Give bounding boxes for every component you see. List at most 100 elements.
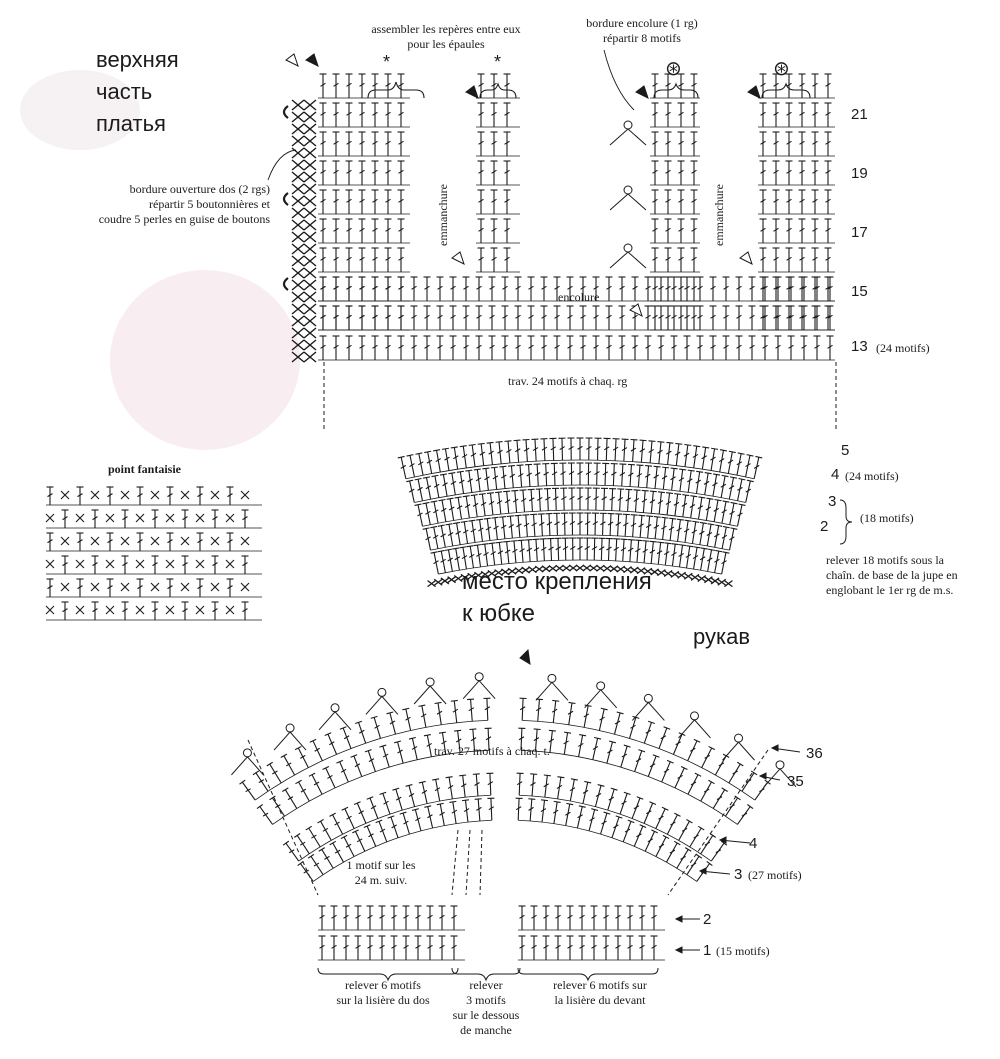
sleeve-row-35 [737, 805, 753, 825]
back-border-stitch [304, 316, 316, 326]
right-shoulder-stitch [678, 306, 685, 330]
back-border-stitch [292, 172, 304, 182]
left-back-stitch [333, 132, 340, 156]
sleeve-row-36 [568, 702, 575, 724]
sleeve-row-36 [418, 705, 426, 727]
yoke-stitch [517, 465, 524, 487]
left-back-stitch [320, 248, 327, 272]
skirt-attach-stitch [428, 581, 436, 587]
yoke-stitch [438, 550, 446, 572]
yoke-stitch [611, 464, 618, 486]
right-front-stitch [786, 103, 793, 127]
yoke-stitch [585, 463, 592, 485]
yoke-stitch [451, 447, 458, 469]
neck-bracket [762, 84, 810, 98]
bodice-row-13-note: (24 motifs) [876, 341, 930, 356]
left-back-stitch [372, 190, 379, 214]
bodice-lower-stitch [619, 277, 626, 301]
yoke-stitch [671, 468, 678, 490]
bodice-title: верхняя часть платья [96, 44, 179, 140]
right-shoulder-stitch [691, 161, 698, 185]
yoke-stitch [461, 521, 468, 543]
yoke-stitch [496, 542, 503, 564]
sleeve-row-35 [351, 755, 362, 777]
yoke-stitch [465, 470, 472, 492]
yoke-stitch [707, 524, 715, 546]
yoke-stitch [650, 541, 657, 563]
bodice-lower-stitch [333, 277, 340, 301]
bodice-base-stitch [658, 336, 665, 360]
sleeve-row-36 [310, 739, 323, 760]
bodice-base-stitch [697, 336, 704, 360]
bodice-lower-stitch [346, 306, 353, 330]
right-shoulder-stitch [665, 306, 672, 330]
yoke-stitch [455, 497, 462, 519]
left-shoulder-stitch [504, 190, 511, 214]
bodice-base-stitch [801, 336, 808, 360]
sleeve-row-4 [608, 788, 618, 810]
yoke-stitch [491, 517, 498, 539]
leader-line [268, 150, 296, 180]
sleeve-row-36 [584, 705, 592, 727]
sleeve-row-3 [437, 803, 445, 825]
left-back-stitch [359, 161, 366, 185]
skirt-attach-stitch [684, 573, 692, 579]
yoke-stitch [613, 539, 620, 561]
sleeve-scallop [414, 686, 446, 704]
sleeve-scallop [723, 742, 755, 760]
sleeve-base-stitch [519, 936, 526, 960]
left-back-stitch [372, 248, 379, 272]
yoke-stitch [584, 513, 591, 535]
bodice-base-stitch [411, 336, 418, 360]
sleeve-row-4 [620, 792, 630, 814]
bodice-lower-stitch [606, 277, 613, 301]
left-back-stitch [333, 219, 340, 243]
back-border-stitch [292, 100, 304, 110]
buttonhole-loop [284, 106, 288, 118]
back-border-stitch [292, 244, 304, 254]
left-back-stitch [398, 74, 405, 98]
right-front-stitch [760, 103, 767, 127]
yoke-stitch [677, 519, 684, 541]
yoke-stitch [642, 490, 649, 512]
bodice-base-stitch [710, 336, 717, 360]
yoke-stitch [540, 539, 547, 561]
trav-27-label: trav. 27 motifs à chaq. t. [434, 744, 550, 759]
sleeve-row-36 [355, 721, 365, 743]
bodice-lower-stitch [671, 306, 678, 330]
sleeve-base-stitch [439, 936, 446, 960]
left-shoulder-stitch [491, 132, 498, 156]
right-shoulder-stitch [665, 132, 672, 156]
bodice-base-stitch [606, 336, 613, 360]
sleeve-base-stitch [343, 936, 350, 960]
skirt-attach-stitch [448, 577, 456, 583]
sleeve-row-3 [412, 809, 421, 831]
marker-triangle [466, 86, 478, 98]
left-shoulder-stitch [491, 190, 498, 214]
bodice-base-stitch [775, 336, 782, 360]
bodice-lower-stitch [463, 277, 470, 301]
right-shoulder-stitch [691, 306, 698, 330]
yoke-stitch [625, 489, 632, 511]
back-border-stitch [304, 136, 316, 146]
left-shoulder-stitch [478, 132, 485, 156]
yoke-stitch [538, 514, 545, 536]
sleeve-base-stitch [415, 906, 422, 930]
bodice-base-stitch [398, 336, 405, 360]
yoke-stitch [489, 543, 496, 565]
sleeve-row-4 [283, 841, 299, 861]
sleeve-base-stitch [627, 906, 634, 930]
yoke-stitch [666, 493, 673, 515]
left-back-stitch [398, 248, 405, 272]
yoke-stitch [661, 517, 668, 539]
yoke-stitch [682, 495, 689, 517]
yoke-stitch [503, 541, 510, 563]
left-shoulder-stitch [491, 161, 498, 185]
yoke-stitch [730, 502, 738, 524]
left-back-stitch [398, 190, 405, 214]
yoke-stitch [430, 526, 438, 548]
bodice-base-stitch [372, 336, 379, 360]
sleeve-base-stitch [651, 906, 658, 930]
picot [378, 688, 386, 696]
right-shoulder-stitch [678, 219, 685, 243]
